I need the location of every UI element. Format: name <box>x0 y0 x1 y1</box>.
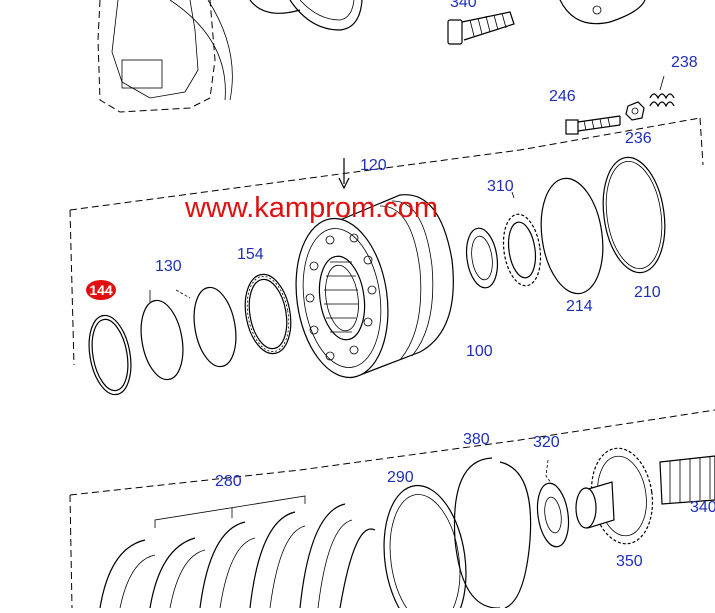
arrow-120 <box>338 158 350 190</box>
callout-144-highlight[interactable]: 144 <box>86 280 116 300</box>
nut-236-part <box>625 101 645 121</box>
callout-130[interactable]: 130 <box>155 258 182 275</box>
callout-320[interactable]: 320 <box>533 434 560 451</box>
washer-320-part <box>536 459 570 548</box>
toothed-ring-154-part <box>244 273 292 355</box>
section-outline-lower <box>69 409 715 609</box>
ring-144-part <box>88 314 132 396</box>
callout-120[interactable]: 120 <box>360 157 387 174</box>
housing-part <box>97 0 301 113</box>
shaft-340-part <box>659 455 715 505</box>
ring-130-b-part <box>193 286 237 368</box>
clutch-housing-100-part <box>295 194 454 379</box>
flange-top-right-part <box>559 0 646 25</box>
gear-350-part <box>575 447 654 545</box>
section-outline-middle <box>69 117 704 366</box>
spring-238-part <box>649 75 675 108</box>
callout-350[interactable]: 350 <box>616 553 643 570</box>
ring-130-a-part <box>140 299 184 381</box>
callout-210[interactable]: 210 <box>634 284 661 301</box>
callout-214[interactable]: 214 <box>566 298 593 315</box>
bolt-340-part <box>447 11 515 45</box>
callout-236[interactable]: 236 <box>625 130 652 147</box>
callout-310[interactable]: 310 <box>487 178 514 195</box>
callout-238[interactable]: 238 <box>671 54 698 71</box>
callout-280[interactable]: 280 <box>215 473 242 490</box>
snap-ring-380-part <box>453 457 532 609</box>
callout-340-right[interactable]: 340 <box>690 499 715 516</box>
bearing-ring-part <box>465 227 499 289</box>
ring-210-part <box>602 156 666 274</box>
plate-290-part <box>383 484 467 613</box>
screw-246-part <box>565 115 621 135</box>
callout-380[interactable]: 380 <box>463 431 490 448</box>
disc-stack-280-part <box>99 495 376 609</box>
callout-154[interactable]: 154 <box>237 246 264 263</box>
ring-214-part <box>540 177 604 295</box>
top-ring-part <box>289 0 363 31</box>
watermark: www.kamprom.com <box>185 192 438 224</box>
callout-290[interactable]: 290 <box>387 469 414 486</box>
callout-340-top[interactable]: 340 <box>450 0 477 11</box>
callout-100[interactable]: 100 <box>466 343 493 360</box>
toothed-washer-310-part <box>502 191 542 287</box>
callout-246[interactable]: 246 <box>549 88 576 105</box>
